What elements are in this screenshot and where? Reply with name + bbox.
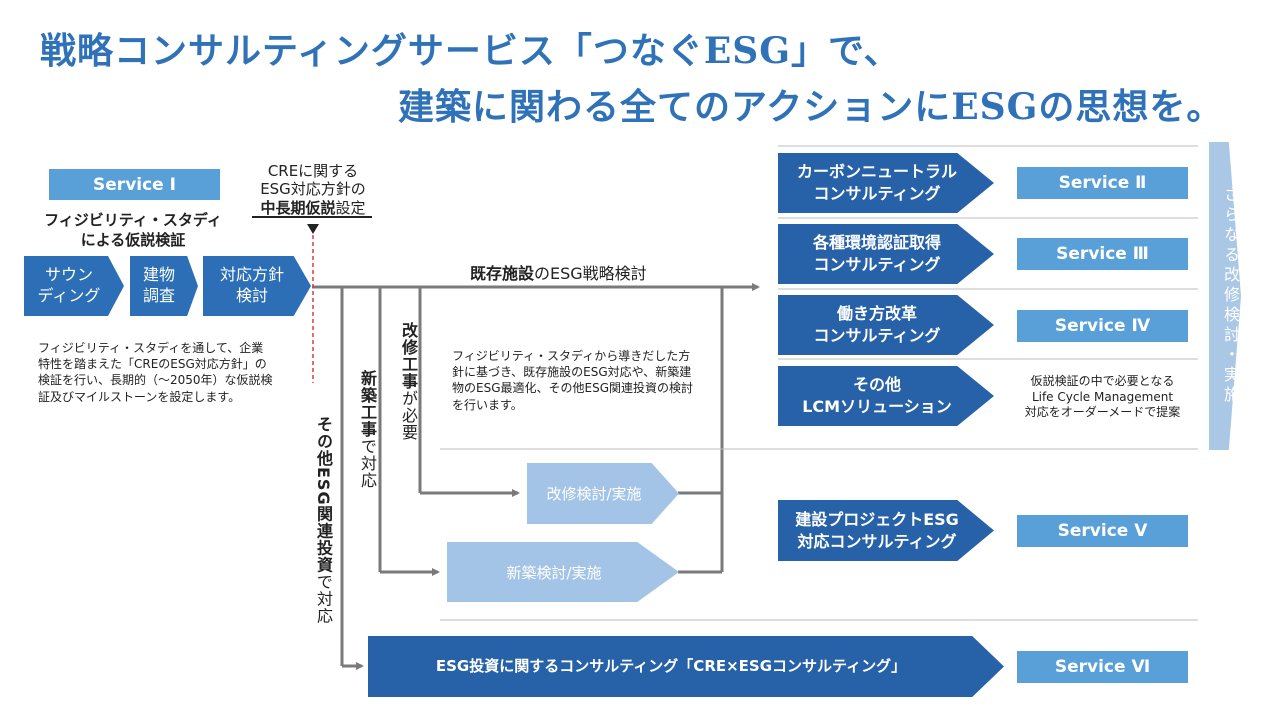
feasibility-heading-line2: による仮説検証 (80, 231, 186, 249)
service-name-line2: 対応コンサルティング (797, 531, 957, 551)
newbuild-rest: で対応 (358, 438, 377, 489)
renovation-vertical-label: 改修工事が必要 (396, 322, 420, 441)
service-name-line2: LCMソリューション (802, 397, 952, 416)
existing-facility-label: 既存施設のESG戦略検討 (470, 260, 647, 284)
service-5-arrow: 建設プロジェクトESG 対応コンサルティング (778, 500, 994, 561)
cre-policy-note: CREに関する ESG対応方針の 中長期仮説設定 (236, 162, 390, 217)
service-5-badge: Service Ⅴ (1017, 515, 1188, 547)
newbuild-flow: 新築検討/実施 (447, 542, 679, 602)
step-policy-review: 対応方針 検討 (203, 256, 311, 316)
service-name-line1: 働き方改革 (836, 304, 917, 324)
lcm-note: 仮説検証の中で必要となる Life Cycle Management 対応をオー… (1000, 374, 1205, 421)
other-rest: で対応 (314, 573, 333, 625)
service-4-badge: Service Ⅳ (1017, 310, 1188, 342)
cre-note-line1: CREに関する (267, 162, 359, 180)
service-name-line2: コンサルティング (813, 184, 941, 203)
lcm-note-line2: Life Cycle Management (1031, 389, 1174, 404)
step-building-survey: 建物 調査 (130, 256, 198, 316)
step-label: 建物 調査 (142, 265, 175, 305)
service-6-badge: Service Ⅵ (1017, 651, 1188, 683)
renovation-rest: が必要 (399, 390, 418, 441)
step-label: サウン ディング (37, 265, 101, 305)
page-title-line2: 建築に関わる全てのアクションにESGの思想を。 (398, 86, 1224, 128)
lcm-note-line3: 対応をオーダーメードで提案 (1024, 405, 1181, 420)
renovation-bold: 改修工事 (399, 322, 418, 390)
lcm-solution-arrow: その他 LCMソリューション (778, 366, 994, 426)
service-3-badge: Service Ⅲ (1017, 238, 1188, 270)
newbuild-bold: 新築工事 (358, 370, 377, 438)
page-title-line1: 戦略コンサルティングサービス「つなぐESG」で、 (40, 30, 901, 72)
service-2-arrow: カーボンニュートラル コンサルティング (778, 153, 994, 213)
cre-note-underline (252, 216, 372, 218)
cre-note-bold: 中長期仮説 (260, 198, 336, 217)
lcm-note-line1: 仮説検証の中で必要となる (1030, 374, 1175, 388)
service-name-line1: 各種環境認証取得 (812, 233, 941, 253)
cre-note-rest: 設定 (335, 198, 366, 217)
service-name-line1: その他 (852, 375, 901, 395)
service-3-arrow: 各種環境認証取得 コンサルティング (778, 224, 994, 284)
existing-description: フィジビリティ・スタディから導きだした方針に基づき、既存施設のESG対応や、新築… (452, 349, 693, 412)
service-name-line2: コンサルティング (813, 255, 941, 274)
existing-label-rest: のESG戦略検討 (534, 264, 647, 283)
other-bold: その他ESG関連投資 (314, 416, 333, 574)
feasibility-heading-line1: フィジビリティ・スタディ (44, 210, 222, 229)
cre-note-line2: ESG対応方針の (260, 180, 366, 199)
service-name-line2: コンサルティング (813, 326, 941, 345)
service-name-line1: 建設プロジェクトESG (795, 509, 959, 529)
feasibility-description: フィジビリティ・スタディを通して、企業特性を踏まえた「CREのESG対応方針」の… (38, 341, 273, 404)
service-2-badge: Service Ⅱ (1017, 167, 1188, 199)
service-4-arrow: 働き方改革 コンサルティング (778, 295, 994, 355)
feasibility-heading: フィジビリティ・スタディ による仮説検証 (18, 208, 248, 252)
cre-note-line3: 中長期仮説設定 (260, 199, 365, 217)
service-name-line1: カーボンニュートラル (796, 162, 957, 182)
step-label: 対応方針 検討 (219, 265, 284, 305)
service-6-arrow: ESG投資に関するコンサルティング「CRE×ESGコンサルティング」 (368, 636, 1004, 697)
newbuild-vertical-label: 新築工事で対応 (355, 370, 379, 489)
other-investment-vertical-label: その他ESG関連投資で対応 (311, 416, 335, 625)
step-sounding: サウン ディング (24, 256, 124, 316)
service-1-badge: Service Ⅰ (49, 169, 220, 200)
renovation-flow: 改修検討/実施 (527, 463, 679, 524)
existing-label-bold: 既存施設 (470, 264, 535, 283)
further-renovation-label: さらなる改修検討・実施 (1221, 186, 1240, 406)
